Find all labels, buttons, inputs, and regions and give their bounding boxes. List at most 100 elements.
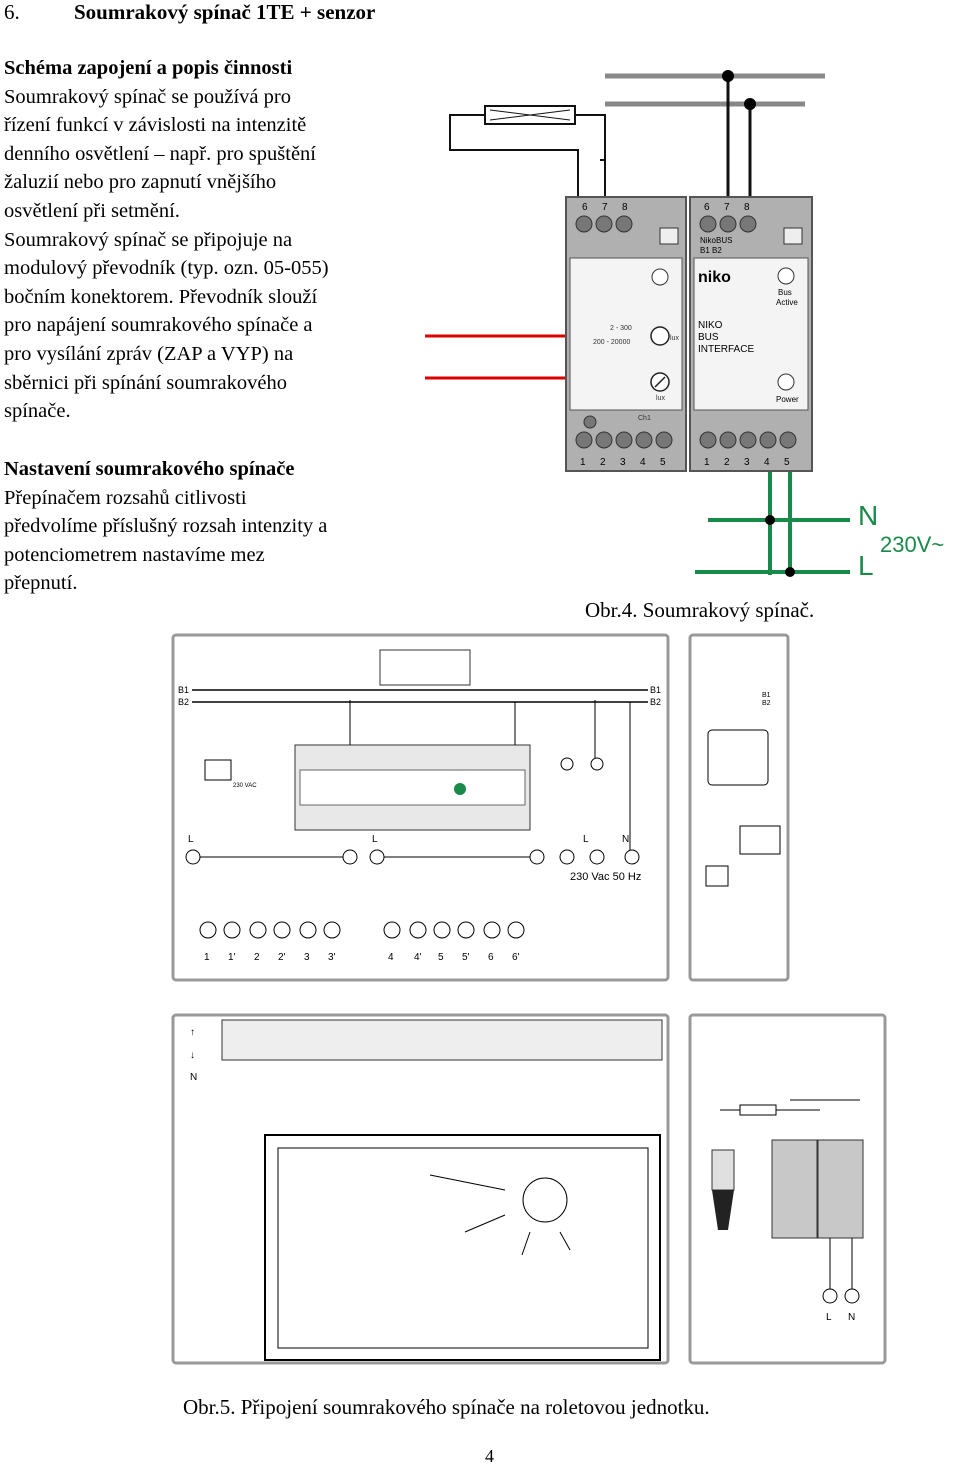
- junction-dot: [744, 98, 756, 110]
- settings-title: Nastavení soumrakového spínače: [4, 458, 295, 480]
- output-terminal-icon: [483, 921, 501, 939]
- led-label: Bus: [778, 288, 792, 297]
- output-terminal-icon: [223, 921, 241, 939]
- output-terminal-icon: [507, 921, 525, 939]
- terminal-label: 8: [622, 202, 628, 213]
- screw-terminal-icon: [615, 215, 633, 233]
- section-settings: Nastavení soumrakového spínače Přepínače…: [4, 455, 424, 598]
- led-icon: [777, 373, 795, 391]
- neutral-label: N: [858, 500, 878, 531]
- output-terminal-icon: [249, 921, 267, 939]
- twilight-switch-module: [771, 1139, 818, 1239]
- line-label: L: [372, 834, 378, 845]
- led-icon: [651, 268, 669, 286]
- description-line: řízení funkcí v závislosti na intenzitě: [4, 114, 307, 137]
- output-terminal-icon: [409, 921, 427, 939]
- junction-dot: [765, 515, 775, 525]
- screw-terminal-icon: [583, 415, 597, 429]
- terminal-icon: [369, 849, 385, 865]
- settings-line: Přepínačem rozsahů citlivosti: [4, 486, 247, 509]
- voltage-label: 230V~: [880, 532, 944, 557]
- interface-label: INTERFACE: [698, 344, 754, 355]
- bus-label: B2: [650, 697, 661, 707]
- lux-label: lux: [656, 395, 665, 402]
- supply-label: 230 Vac 50 Hz: [570, 871, 641, 883]
- section-number: 6.: [4, 0, 20, 24]
- terminal-label: 5: [784, 457, 790, 468]
- screw-terminal-icon: [739, 431, 757, 449]
- niko-logo: niko: [698, 269, 731, 286]
- screw-terminal-icon: [575, 215, 593, 233]
- terminal-label: 7: [724, 202, 730, 213]
- screw-terminal-icon: [779, 431, 797, 449]
- motor-neutral-label: N: [190, 1072, 197, 1083]
- screw-terminal-icon: [699, 431, 717, 449]
- interface-label: NIKO: [698, 320, 723, 331]
- page-number: 4: [485, 1446, 494, 1466]
- status-window: [783, 227, 803, 245]
- sensor-icon: [705, 865, 729, 887]
- bus-label: NikoBUS: [700, 236, 732, 245]
- settings-line: předvolíme příslušný rozsah intenzity a: [4, 515, 328, 538]
- sensor-element-detail: [489, 109, 571, 121]
- screw-terminal-icon: [739, 215, 757, 233]
- led-label: Active: [776, 298, 798, 307]
- screw-terminal-icon: [719, 431, 737, 449]
- terminal-icon: [185, 849, 201, 865]
- window-panel: ↑ ↓ N: [171, 1013, 670, 1365]
- output-terminal-icon: [433, 921, 451, 939]
- bus-interface-module: 6 7 8 NikoBUS B1 B2 niko Bus Active NIKO…: [689, 196, 813, 472]
- screw-terminal-icon: [595, 431, 613, 449]
- bus-interface-module: [817, 1139, 864, 1239]
- lux-label: lux: [670, 335, 679, 342]
- section-title: Soumrakový spínač 1TE + senzor: [74, 0, 376, 24]
- window-pane: [277, 1147, 649, 1349]
- bus-label: B2: [762, 700, 771, 707]
- bus-label: B2: [178, 697, 189, 707]
- screw-terminal-icon: [635, 431, 653, 449]
- roller-shutter-box: [221, 1019, 663, 1061]
- sensor-panel: L N: [688, 1013, 887, 1365]
- terminal-label: 3: [620, 457, 626, 468]
- terminal-icon: [822, 1288, 838, 1304]
- channel-label: Ch1: [638, 415, 651, 422]
- output-terminal-icon: [457, 921, 475, 939]
- neutral-label: N: [848, 1312, 855, 1323]
- output-terminal-icon: [299, 921, 317, 939]
- live-label: L: [858, 550, 874, 581]
- bus-label: B1: [650, 685, 661, 695]
- terminal-label: 4: [764, 457, 770, 468]
- output-label: 1: [204, 952, 210, 963]
- terminal-label: 3: [744, 457, 750, 468]
- sun-icon: [522, 1177, 568, 1223]
- terminal-label: 7: [602, 202, 608, 213]
- description-line: sběrnici při spínání soumrakového: [4, 371, 287, 394]
- screw-terminal-icon: [575, 431, 593, 449]
- output-label: 4': [414, 952, 422, 963]
- description-line: Soumrakový spínač se používá pro: [4, 85, 291, 108]
- bus-label: B1: [178, 685, 189, 695]
- screw-terminal-icon: [595, 215, 613, 233]
- output-label: 6': [512, 952, 520, 963]
- terminal-icon: [529, 849, 545, 865]
- led-icon: [777, 267, 795, 285]
- description-line: modulový převodník (typ. ozn. 05-055): [4, 257, 329, 280]
- junction-dot: [785, 567, 795, 577]
- label-box: [739, 825, 781, 855]
- description-line: spínače.: [4, 400, 71, 423]
- terminal-label: 2: [724, 457, 730, 468]
- terminal-icon: [844, 1288, 860, 1304]
- bus-label: B1: [762, 692, 771, 699]
- range-low-label: 2 - 300: [610, 325, 632, 332]
- terminal-label: 2: [600, 457, 606, 468]
- settings-line: potenciometrem nastavíme mez: [4, 543, 265, 566]
- figure-twilight-switch: 6 7 8 2 - 300 200 - 20000 lux lux Ch1 1 …: [425, 70, 944, 581]
- interface-label: BUS: [698, 332, 719, 343]
- junction-dot: [722, 70, 734, 82]
- output-label: 5: [438, 952, 444, 963]
- output-label: 6: [488, 952, 494, 963]
- description-line: pro vysílání zpráv (ZAP a VYP) na: [4, 342, 294, 365]
- description-line: Soumrakový spínač se připojuje na: [4, 228, 293, 251]
- output-terminal-icon: [323, 921, 341, 939]
- output-terminal-icon: [383, 921, 401, 939]
